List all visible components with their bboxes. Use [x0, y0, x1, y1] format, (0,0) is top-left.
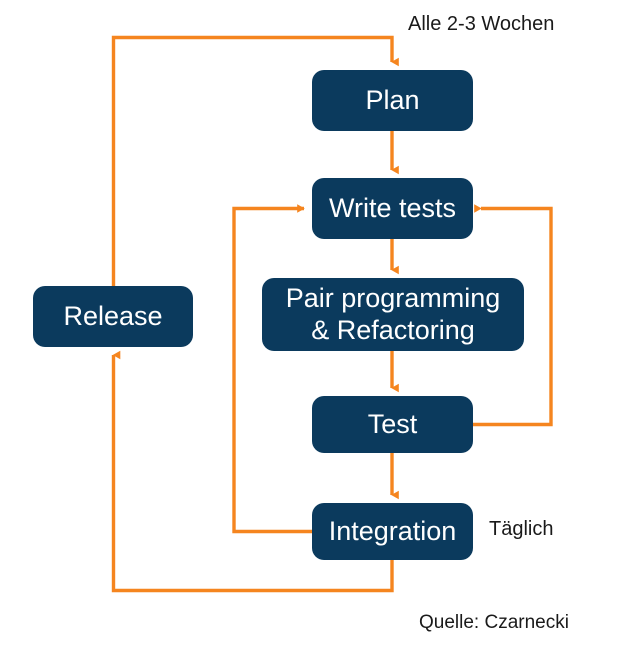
edge-test-to-write-tests-feedback	[473, 204, 553, 427]
node-release[interactable]: Release	[33, 286, 193, 347]
node-integration[interactable]: Integration	[312, 503, 473, 560]
node-test-label: Test	[367, 408, 418, 439]
edge-integration-to-release	[111, 350, 394, 593]
node-write-tests-label: Write tests	[328, 192, 457, 223]
node-integration-label: Integration	[328, 515, 457, 546]
node-test[interactable]: Test	[312, 396, 473, 453]
node-pair-programming-label: Pair programming & Refactoring	[285, 283, 501, 345]
edge-release-to-plan	[111, 35, 399, 286]
annotation-source-credit: Quelle: Czarnecki	[419, 612, 569, 633]
node-plan[interactable]: Plan	[312, 70, 473, 131]
edge-integration-to-write-tests-feedback	[232, 204, 312, 534]
node-write-tests[interactable]: Write tests	[312, 178, 473, 239]
node-release-label: Release	[63, 300, 163, 331]
node-pair-programming[interactable]: Pair programming & Refactoring	[262, 278, 524, 351]
node-plan-label: Plan	[365, 84, 420, 115]
annotation-cycle-frequency: Alle 2-3 Wochen	[408, 13, 555, 35]
annotation-daily-frequency: Täglich	[489, 518, 554, 540]
